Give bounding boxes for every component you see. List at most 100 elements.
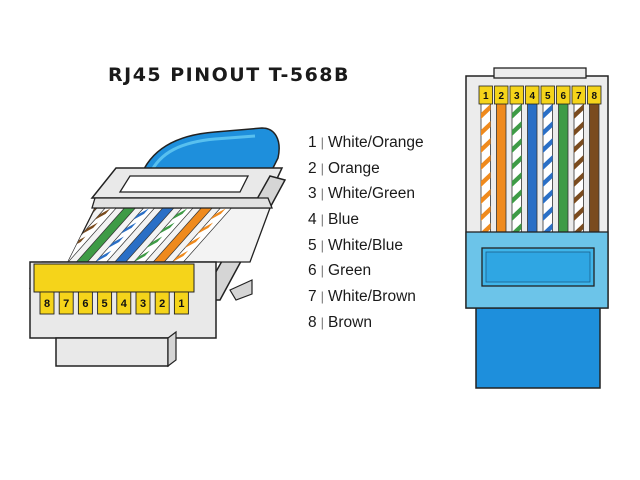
legend-wire-name: Green bbox=[328, 262, 372, 280]
legend-number: 8 bbox=[308, 313, 317, 331]
wire-stripe bbox=[481, 121, 491, 136]
wire-stripe bbox=[481, 206, 491, 221]
wire-stripe bbox=[543, 189, 553, 204]
diagram-title: RJ45 PINOUT T-568B bbox=[108, 64, 351, 86]
pin-number-label: 3 bbox=[140, 298, 146, 310]
front-wires bbox=[480, 99, 600, 232]
wire-2 bbox=[152, 208, 213, 262]
contact-pin-2 bbox=[154, 291, 170, 315]
wire-stripe bbox=[146, 236, 163, 248]
contact-pin-5 bbox=[97, 291, 113, 315]
wire-stripe bbox=[481, 189, 491, 204]
wire-4 bbox=[527, 99, 538, 232]
wire-stripe bbox=[543, 121, 553, 136]
wire-stripe bbox=[171, 208, 188, 220]
wire-stripe bbox=[574, 206, 584, 221]
wire-stripe bbox=[574, 172, 584, 187]
wire-stripe bbox=[133, 208, 149, 220]
wire-3 bbox=[133, 208, 194, 262]
legend-wire-name: Orange bbox=[328, 159, 380, 177]
pin-number-label: 7 bbox=[576, 91, 582, 102]
legend-item-7: 7|White/Brown bbox=[308, 288, 468, 314]
contact-pin-4 bbox=[525, 85, 540, 105]
wire-stripe bbox=[120, 222, 137, 234]
contact-pin-7 bbox=[571, 85, 586, 105]
legend-separator: | bbox=[320, 186, 325, 202]
legend-number: 5 bbox=[308, 236, 317, 254]
legend-separator: | bbox=[320, 289, 325, 305]
wire-6 bbox=[75, 208, 137, 262]
legend-item-8: 8|Brown bbox=[308, 314, 468, 340]
contact-pin-6 bbox=[77, 291, 93, 315]
wire-stripe bbox=[512, 138, 522, 153]
legend-item-4: 4|Blue bbox=[308, 211, 468, 237]
contact-pin-3 bbox=[509, 85, 524, 105]
pin-number-label: 7 bbox=[63, 298, 69, 310]
pin-number-label: 4 bbox=[121, 298, 128, 310]
cable-boot bbox=[138, 127, 280, 179]
strain-relief-window-inner bbox=[485, 251, 591, 283]
legend-wire-name: White/Brown bbox=[328, 288, 416, 306]
wire-8 bbox=[589, 99, 600, 232]
pin-number-label: 2 bbox=[159, 298, 165, 310]
legend-number: 6 bbox=[308, 262, 317, 280]
legend-item-2: 2|Orange bbox=[308, 160, 468, 186]
contact-pin-6 bbox=[556, 85, 571, 105]
contact-pin-4 bbox=[116, 291, 132, 315]
pin-number-label: 5 bbox=[545, 91, 551, 102]
pin-number-label: 4 bbox=[529, 91, 535, 102]
wire-stripe bbox=[543, 223, 553, 232]
legend-separator: | bbox=[320, 160, 325, 176]
wire-stripe bbox=[574, 138, 584, 153]
legend-wire-name: White/Blue bbox=[328, 236, 403, 254]
wire-4 bbox=[114, 208, 175, 262]
legend-number: 3 bbox=[308, 185, 317, 203]
latch-tab-side bbox=[167, 330, 177, 368]
pin-number-label: 1 bbox=[178, 298, 184, 310]
wire-stripe bbox=[512, 104, 522, 119]
wire-stripe bbox=[108, 236, 124, 248]
legend-separator: | bbox=[320, 263, 325, 279]
wire-stripe bbox=[543, 206, 553, 221]
wire-1 bbox=[171, 208, 233, 262]
wire-stripe bbox=[481, 172, 491, 187]
wire-6 bbox=[558, 99, 569, 232]
wire-stripe bbox=[172, 250, 189, 262]
pin-number-label: 6 bbox=[560, 91, 566, 102]
pin-number-label: 2 bbox=[498, 91, 504, 102]
wire-stripe bbox=[512, 121, 522, 136]
wire-stripe bbox=[543, 104, 553, 119]
legend-number: 4 bbox=[308, 211, 317, 229]
legend-item-1: 1|White/Orange bbox=[308, 134, 468, 160]
legend-separator: | bbox=[320, 314, 325, 330]
wire-stripe bbox=[158, 222, 175, 234]
perspective-wires bbox=[68, 208, 233, 262]
legend-item-5: 5|White/Blue bbox=[308, 237, 468, 263]
contact-band bbox=[33, 263, 195, 293]
ledge bbox=[91, 197, 273, 209]
latch-clip bbox=[229, 279, 253, 301]
wire-stripe bbox=[94, 208, 111, 220]
wire-stripe bbox=[512, 223, 522, 232]
legend-separator: | bbox=[320, 135, 325, 150]
legend-wire-name: Blue bbox=[328, 211, 360, 229]
cable-boot-highlight bbox=[148, 134, 256, 175]
wire-stripe bbox=[134, 250, 150, 262]
legend-item-6: 6|Green bbox=[308, 262, 468, 288]
pin-number-label: 8 bbox=[591, 91, 597, 102]
wire-stripe bbox=[197, 222, 214, 234]
wire-stripe bbox=[209, 208, 226, 220]
contact-pin-2 bbox=[494, 85, 509, 105]
contact-pin-3 bbox=[135, 291, 151, 315]
front-top-bar bbox=[493, 67, 587, 79]
wire-stripe bbox=[543, 155, 553, 170]
legend-separator: | bbox=[320, 237, 325, 253]
wire-stripe bbox=[481, 138, 491, 153]
wire-5 bbox=[94, 208, 156, 262]
wire-stripe bbox=[95, 250, 112, 262]
legend-wire-name: White/Green bbox=[328, 185, 416, 203]
wire-stripe bbox=[184, 236, 201, 248]
wire-stripe bbox=[574, 104, 584, 119]
